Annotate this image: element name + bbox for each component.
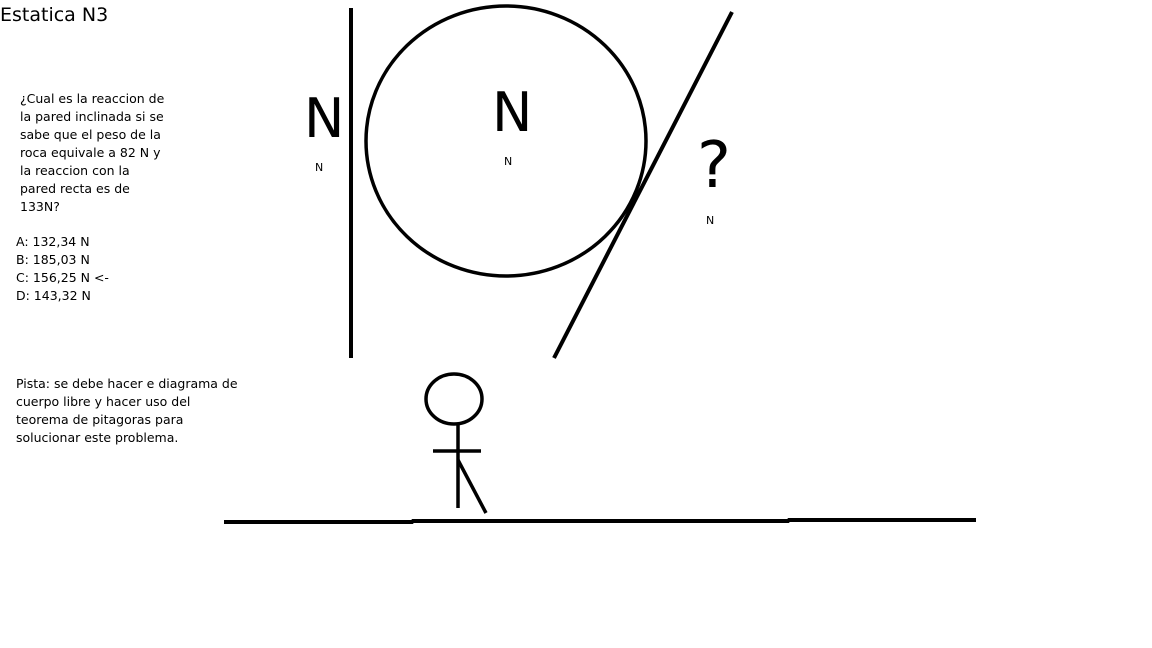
question-line: 133N? bbox=[20, 199, 60, 214]
hint-line: Pista: se debe hacer e diagrama de bbox=[16, 376, 238, 391]
ground-line bbox=[224, 518, 976, 524]
rock-circle bbox=[364, 4, 648, 278]
wall-force-unit: N bbox=[315, 161, 324, 174]
hint-line: solucionar este problema. bbox=[16, 430, 179, 445]
page-title: Estatica N3 bbox=[0, 4, 109, 26]
option-b: B: 185,03 N bbox=[16, 252, 90, 267]
question-line: la pared inclinada si se bbox=[20, 109, 164, 124]
option-a: A: 132,34 N bbox=[16, 234, 90, 249]
question-line: la reaccion con la bbox=[20, 163, 130, 178]
hint-line: teorema de pitagoras para bbox=[16, 412, 184, 427]
hint-line: cuerpo libre y hacer uso del bbox=[16, 394, 191, 409]
question-line: ¿Cual es la reaccion de bbox=[20, 91, 165, 106]
option-c: C: 156,25 N <- bbox=[16, 270, 109, 285]
wall-force-label: N bbox=[304, 87, 345, 150]
stick-figure-icon bbox=[424, 372, 488, 514]
inclined-wall bbox=[552, 11, 734, 359]
question-line: sabe que el peso de la bbox=[20, 127, 161, 142]
answer-options: A: 132,34 N B: 185,03 N C: 156,25 N <- D… bbox=[16, 233, 109, 305]
incline-force-label: ? bbox=[697, 129, 731, 203]
option-d: D: 143,32 N bbox=[16, 288, 91, 303]
rock-weight-unit: N bbox=[504, 155, 513, 168]
rock-weight-label: N bbox=[492, 81, 533, 144]
hint-text: Pista: se debe hacer e diagrama de cuerp… bbox=[16, 375, 238, 447]
question-text: ¿Cual es la reaccion de la pared inclina… bbox=[20, 90, 164, 216]
question-line: roca equivale a 82 N y bbox=[20, 145, 161, 160]
question-line: pared recta es de bbox=[20, 181, 130, 196]
incline-force-unit: N bbox=[706, 214, 715, 227]
